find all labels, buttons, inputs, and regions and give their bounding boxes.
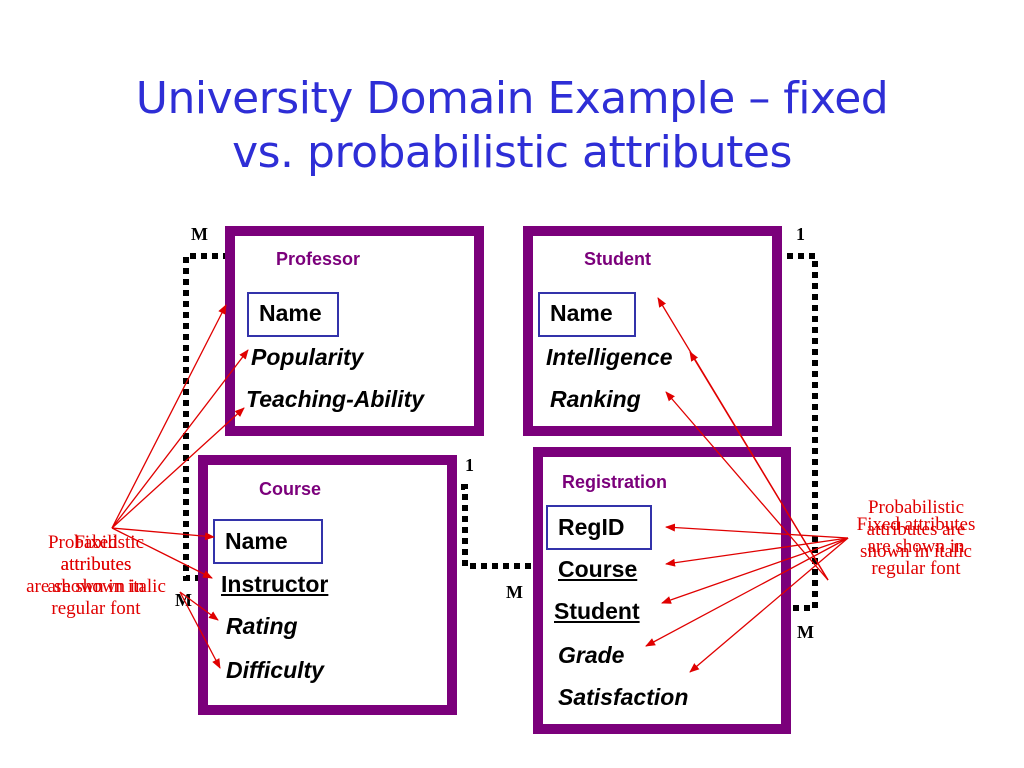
slide-title-line-1: University Domain Example – fixed <box>135 73 889 124</box>
right-probabilistic-attributes-note: Probabilistic attributes are shown in it… <box>860 497 972 562</box>
registration-regid-key-box <box>546 505 652 550</box>
course-entity: Course Name Instructor Rating Difficulty <box>198 455 457 715</box>
slide-title-line-2: vs. probabilistic attributes <box>232 127 792 178</box>
registration-course-attr: Course <box>558 556 638 582</box>
professor-name-attr: Name <box>259 300 322 326</box>
course-instructor-attr: Instructor <box>221 571 329 597</box>
student-title: Student <box>584 249 651 269</box>
right-fixed-attributes-note: Fixed attributes are shown in regular fo… <box>856 514 976 579</box>
registration-regid-attr: RegID <box>558 514 625 540</box>
professor-name-key-box <box>247 292 339 337</box>
student-name-attr: Name <box>550 300 613 326</box>
multiplicity-registration-m-left: M <box>506 582 523 602</box>
course-name-attr: Name <box>225 528 288 554</box>
registration-entity: Registration RegID Course Student Grade … <box>533 447 791 734</box>
multiplicity-student-1: 1 <box>796 224 805 244</box>
registration-student-attr: Student <box>554 598 640 624</box>
registration-satisfaction-attr: Satisfaction <box>558 684 689 710</box>
student-intelligence-attr: Intelligence <box>546 344 673 370</box>
course-difficulty-attr: Difficulty <box>226 657 324 683</box>
student-entity: Student Name Intelligence Ranking <box>523 226 782 436</box>
multiplicity-registration-m-right: M <box>797 622 814 642</box>
professor-teaching-ability-attr: Teaching-Ability <box>246 386 425 412</box>
professor-title: Professor <box>276 249 361 269</box>
slide-title: University Domain Example – fixed vs. pr… <box>0 72 1024 180</box>
professor-entity: Professor Name Popularity Teaching-Abili… <box>225 226 484 436</box>
multiplicity-course-1: 1 <box>465 455 474 475</box>
registration-grade-attr: Grade <box>558 642 625 668</box>
multiplicity-professor-m: M <box>191 224 208 244</box>
course-rating-attr: Rating <box>226 613 298 639</box>
student-name-key-box <box>538 292 636 337</box>
registration-title: Registration <box>562 472 668 492</box>
left-probabilistic-attributes-note: Probabilistic attributes are shown in it… <box>26 532 166 597</box>
professor-popularity-attr: Popularity <box>251 344 364 370</box>
student-ranking-attr: Ranking <box>550 386 641 412</box>
course-title: Course <box>259 479 322 499</box>
